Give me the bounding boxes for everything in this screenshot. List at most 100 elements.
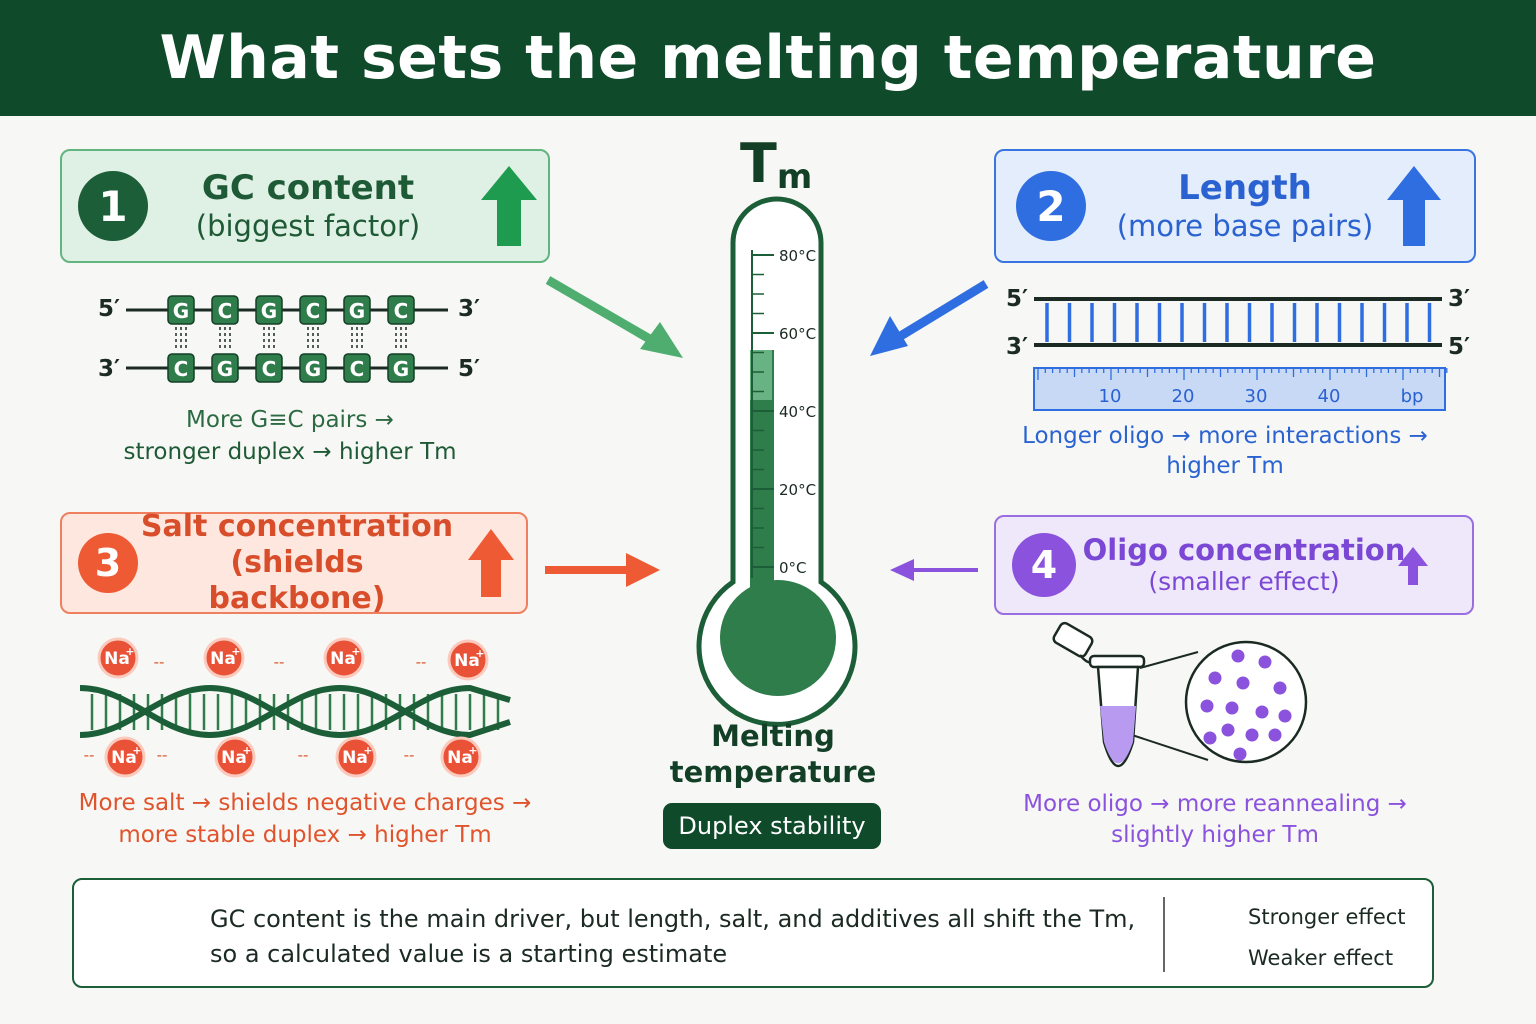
base-letter: C bbox=[306, 299, 321, 323]
thermometer-bulb bbox=[720, 580, 836, 696]
base-letter: C bbox=[262, 357, 277, 381]
caption-line: stronger duplex → higher Tm bbox=[123, 439, 457, 465]
factor-title: Length bbox=[1178, 168, 1312, 209]
sodium-ion: Na+ bbox=[203, 637, 245, 679]
sodium-ion: Na+ bbox=[97, 637, 139, 679]
ion-circle bbox=[447, 639, 489, 681]
oligo-molecule bbox=[1203, 731, 1217, 745]
ruler-label: 20 bbox=[1172, 386, 1195, 407]
ion-circle bbox=[335, 736, 377, 778]
factor-number-badge: 2 bbox=[1016, 171, 1086, 241]
ion-label: Na bbox=[111, 748, 137, 768]
factor-subtitle: (smaller effect) bbox=[1148, 567, 1340, 597]
base-letter: G bbox=[349, 299, 365, 323]
base-box bbox=[211, 295, 239, 325]
base-letter: G bbox=[305, 357, 321, 381]
strand-end-label: 5′ bbox=[458, 356, 480, 382]
base-box bbox=[343, 353, 371, 383]
ion-label: Na bbox=[454, 651, 480, 671]
ion-circle bbox=[104, 736, 146, 778]
ruler-label: 30 bbox=[1245, 386, 1268, 407]
oligo-caption: More oligo → more reannealing → slightly… bbox=[990, 789, 1440, 851]
base-box bbox=[167, 353, 195, 383]
strand-end-label: 5′ bbox=[1448, 334, 1470, 360]
header-banner: What sets the melting temperature bbox=[0, 0, 1536, 116]
factor-card-salt: 3 Salt concentration (shields backbone) bbox=[60, 509, 528, 616]
thermometer bbox=[696, 196, 858, 727]
ion-label: Na bbox=[330, 649, 356, 669]
salt-caption: More salt → shields negative charges → m… bbox=[40, 787, 570, 851]
negative-charge-mark: -- bbox=[416, 653, 427, 671]
melting-temperature-label: Melting temperature bbox=[669, 719, 877, 789]
sodium-ion: Na+ bbox=[440, 736, 482, 778]
strand-end-label: 5′ bbox=[98, 296, 120, 322]
negative-charge-mark: -- bbox=[298, 746, 309, 764]
sodium-ion: Na+ bbox=[323, 637, 365, 679]
base-letter: C bbox=[218, 299, 233, 323]
factor-card-gc-content: 1 GC content (biggest factor) bbox=[60, 149, 550, 263]
negative-charge-mark: -- bbox=[157, 746, 168, 764]
base-letter: G bbox=[173, 299, 189, 323]
strand-end-label: 5′ bbox=[1006, 286, 1028, 312]
base-box bbox=[255, 353, 283, 383]
factor-number-badge: 1 bbox=[78, 171, 148, 241]
oligo-molecule bbox=[1278, 709, 1292, 723]
negative-charge-mark: -- bbox=[274, 653, 285, 671]
strand-end-label: 3′ bbox=[98, 356, 120, 382]
oligo-molecule bbox=[1268, 728, 1282, 742]
oligo-molecule bbox=[1208, 671, 1222, 685]
dna-helix bbox=[79, 684, 511, 739]
factor-card-oligo: 4 Oligo concentration (smaller effect) bbox=[994, 515, 1474, 615]
base-box bbox=[343, 295, 371, 325]
base-letter: C bbox=[174, 357, 189, 381]
legend-strong-label: Stronger effect bbox=[1248, 905, 1406, 929]
ion-charge: + bbox=[475, 647, 484, 660]
strong-up-arrow-icon bbox=[468, 529, 514, 597]
summary-text: GC content is the main driver, but lengt… bbox=[210, 905, 1136, 968]
ion-circle bbox=[214, 736, 256, 778]
caption-line: More G≡C pairs → bbox=[186, 407, 394, 433]
ion-label: Na bbox=[221, 748, 247, 768]
factor-title: Salt concentration bbox=[140, 509, 454, 544]
base-letter: G bbox=[261, 299, 277, 323]
oligo-molecule bbox=[1273, 681, 1287, 695]
base-box bbox=[167, 295, 195, 325]
caption-line: More oligo → more reannealing → bbox=[1023, 791, 1407, 817]
factor-card-length: 2 Length (more base pairs) bbox=[994, 149, 1476, 263]
ion-label: Na bbox=[447, 748, 473, 768]
bp-ruler bbox=[1033, 367, 1446, 411]
negative-charge-mark: -- bbox=[84, 746, 95, 764]
base-box bbox=[211, 353, 239, 383]
duplex-stability-badge: Duplex stability bbox=[663, 803, 881, 849]
ion-circle bbox=[97, 637, 139, 679]
page-title: What sets the melting temperature bbox=[159, 23, 1377, 93]
oligo-molecule bbox=[1258, 655, 1272, 669]
factor-number-badge: 4 bbox=[1012, 533, 1076, 597]
strand-end-label: 3′ bbox=[1448, 286, 1470, 312]
summary-box: GC content is the main driver, but lengt… bbox=[72, 878, 1434, 988]
factor-number-badge: 3 bbox=[78, 533, 138, 593]
factor-title: GC content bbox=[201, 168, 415, 209]
oligo-molecule bbox=[1221, 723, 1235, 737]
sodium-ions: Na+Na+Na+Na+Na+Na+Na+Na+-------------- bbox=[84, 637, 489, 778]
scale-label: 0°C bbox=[779, 559, 807, 577]
weak-up-arrow-icon bbox=[1398, 547, 1428, 585]
ruler-label: 10 bbox=[1099, 386, 1122, 407]
caption-line: slightly higher Tm bbox=[1111, 822, 1319, 848]
arrow-length-to-tm bbox=[870, 280, 989, 356]
base-box bbox=[387, 353, 415, 383]
ion-label: Na bbox=[210, 649, 236, 669]
caption-line: higher Tm bbox=[1166, 453, 1284, 479]
oligo-molecule bbox=[1200, 699, 1214, 713]
arrow-oligo-to-tm bbox=[890, 559, 978, 581]
ion-charge: + bbox=[242, 744, 251, 757]
negative-charge-mark: -- bbox=[154, 653, 165, 671]
strand-end-label: 3′ bbox=[1006, 334, 1028, 360]
base-box bbox=[255, 295, 283, 325]
factor-subtitle: (more base pairs) bbox=[1116, 209, 1374, 243]
tm-symbol: Tm bbox=[740, 132, 813, 197]
scale-label: 60°C bbox=[779, 325, 816, 343]
base-box bbox=[387, 295, 415, 325]
